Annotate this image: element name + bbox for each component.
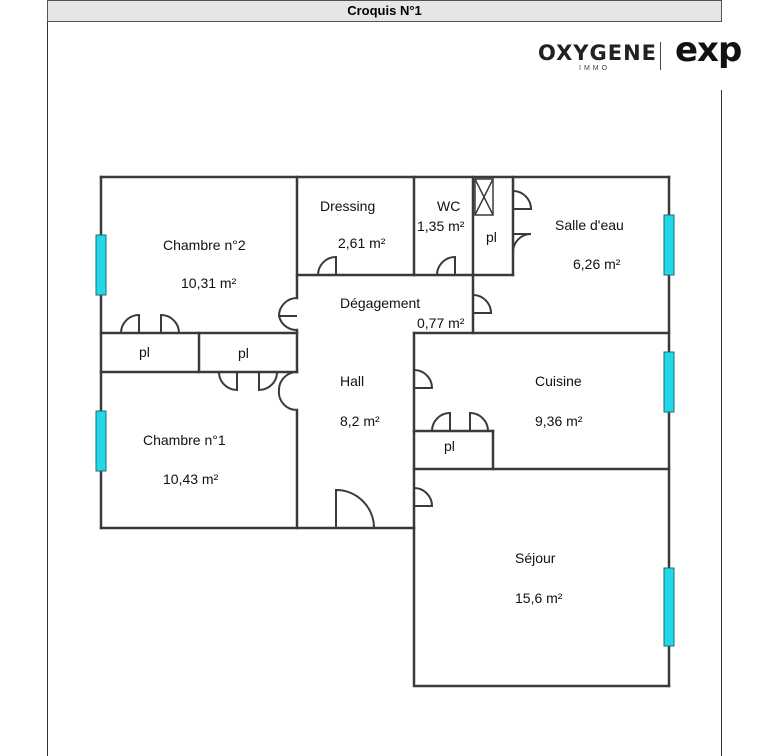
room-area-degagement: 0,77 m² (417, 315, 465, 331)
door-pl-cuisine-b (469, 411, 489, 432)
door-chambre2 (277, 297, 298, 317)
room-name-degagement: Dégagement (340, 295, 420, 311)
door-dressing (317, 255, 337, 276)
door-chambre2-b (278, 315, 298, 332)
oxygene-logo-sub: IMMO (579, 65, 611, 72)
closet-label-cuisine: pl (444, 438, 455, 454)
page-frame (47, 0, 722, 756)
logo-divider (660, 42, 661, 70)
door-hall-cuisine (413, 369, 434, 389)
door-pl-cuisine-a (431, 411, 451, 432)
closet-label-wc: pl (486, 229, 497, 245)
door-pl-ch1b (258, 371, 278, 392)
room-area-chambre2: 10,31 m² (181, 275, 237, 291)
room-name-hall: Hall (340, 373, 364, 389)
room-area-salle-eau: 6,26 m² (573, 256, 621, 272)
window-sde (663, 214, 675, 276)
logo-panel (528, 22, 746, 90)
room-area-chambre1: 10,43 m² (163, 471, 219, 487)
closet-label-ch2a: pl (139, 344, 150, 360)
exp-logo: exp (675, 30, 742, 70)
closet-label-ch2b: pl (238, 345, 249, 361)
outer-wall-sejour (412, 526, 671, 688)
room-name-salle-eau: Salle d'eau (555, 217, 624, 233)
room-name-wc: WC (437, 198, 460, 214)
door-wc (436, 255, 456, 276)
room-area-sejour: 15,6 m² (515, 590, 563, 606)
door-degagement (472, 294, 493, 314)
vent-box (474, 178, 494, 216)
sketch-title: Croquis N°1 (47, 0, 722, 22)
window-chambre2 (95, 234, 107, 296)
door-hall-sejour (413, 487, 434, 507)
room-area-cuisine: 9,36 m² (535, 413, 583, 429)
room-name-chambre1: Chambre n°1 (143, 432, 226, 448)
door-pl-ch2a (120, 313, 140, 334)
door-hall-ch1 (277, 371, 298, 412)
room-area-wc: 1,35 m² (417, 218, 465, 234)
room-area-dressing: 2,61 m² (338, 235, 386, 251)
room-area-hall: 8,2 m² (340, 413, 380, 429)
window-cuisine (663, 351, 675, 413)
door-sde (512, 190, 533, 210)
door-pl-ch2b (160, 313, 180, 334)
doors (120, 190, 533, 529)
windows (95, 214, 675, 647)
room-name-cuisine: Cuisine (535, 373, 582, 389)
door-entry (335, 488, 375, 529)
window-sejour (663, 567, 675, 647)
window-chambre1 (95, 410, 107, 472)
room-name-dressing: Dressing (320, 198, 375, 214)
room-name-sejour: Séjour (515, 550, 556, 566)
oxygene-logo: OXYGENE (538, 41, 658, 65)
door-sde-b (512, 233, 532, 253)
door-pl-ch1a (218, 371, 238, 392)
room-name-chambre2: Chambre n°2 (163, 237, 246, 253)
